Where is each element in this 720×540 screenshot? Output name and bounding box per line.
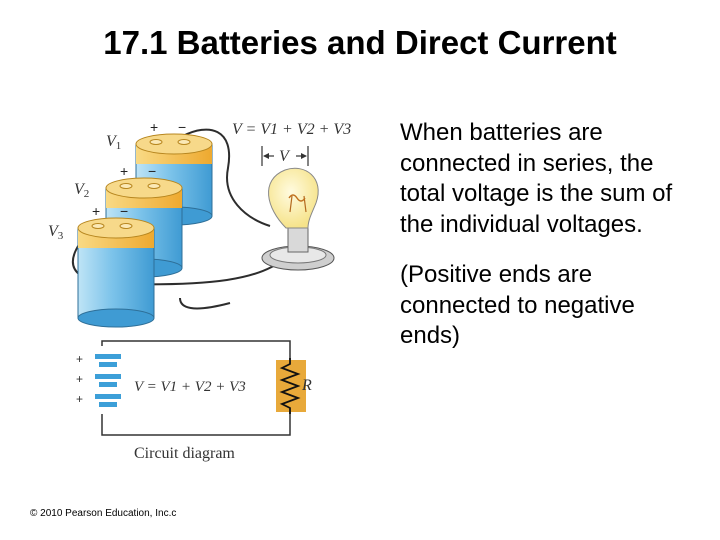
- copyright-notice: © 2010 Pearson Education, Inc.c: [30, 508, 177, 519]
- body-paragraph-2: (Positive ends are connected to negative…: [400, 261, 635, 349]
- circuit-diagram-caption: Circuit diagram: [134, 445, 235, 462]
- voltage-bracket: [261, 146, 309, 166]
- circuit-diagram: + + + V = V1 + V2 + V3 R Circuit diagram: [76, 340, 312, 462]
- label-v2: V2: [74, 181, 89, 200]
- body-paragraph-1: When batteries are connected in series, …: [400, 119, 673, 238]
- battery-3-minus-sign: −: [120, 203, 128, 219]
- battery-2-plus-sign: +: [120, 163, 128, 179]
- battery-circuit-figure: + − + − + − V1 V2 V3 V = V1 + V2 + V3 V: [40, 108, 390, 468]
- cell-2-plus: +: [76, 372, 83, 386]
- label-v3: V3: [48, 223, 64, 242]
- battery-1: [135, 133, 213, 226]
- circuit-equation: V = V1 + V2 + V3: [134, 379, 246, 395]
- bracket-voltage-label: V: [279, 148, 291, 165]
- battery-1-plus-sign: +: [150, 119, 158, 135]
- resistor-label: R: [301, 377, 312, 394]
- battery-2-minus-sign: −: [148, 163, 156, 179]
- cell-3-plus: +: [76, 392, 83, 406]
- slide-title: 17.1 Batteries and Direct Current: [103, 24, 617, 61]
- battery-3: [77, 217, 155, 328]
- slide-body: When batteries are connected in series, …: [400, 118, 700, 352]
- light-bulb: [261, 167, 335, 271]
- battery-1-minus-sign: −: [178, 119, 186, 135]
- total-voltage-equation: V = V1 + V2 + V3: [232, 121, 351, 138]
- cell-1-plus: +: [76, 352, 83, 366]
- label-v1: V1: [106, 133, 121, 152]
- battery-3-plus-sign: +: [92, 203, 100, 219]
